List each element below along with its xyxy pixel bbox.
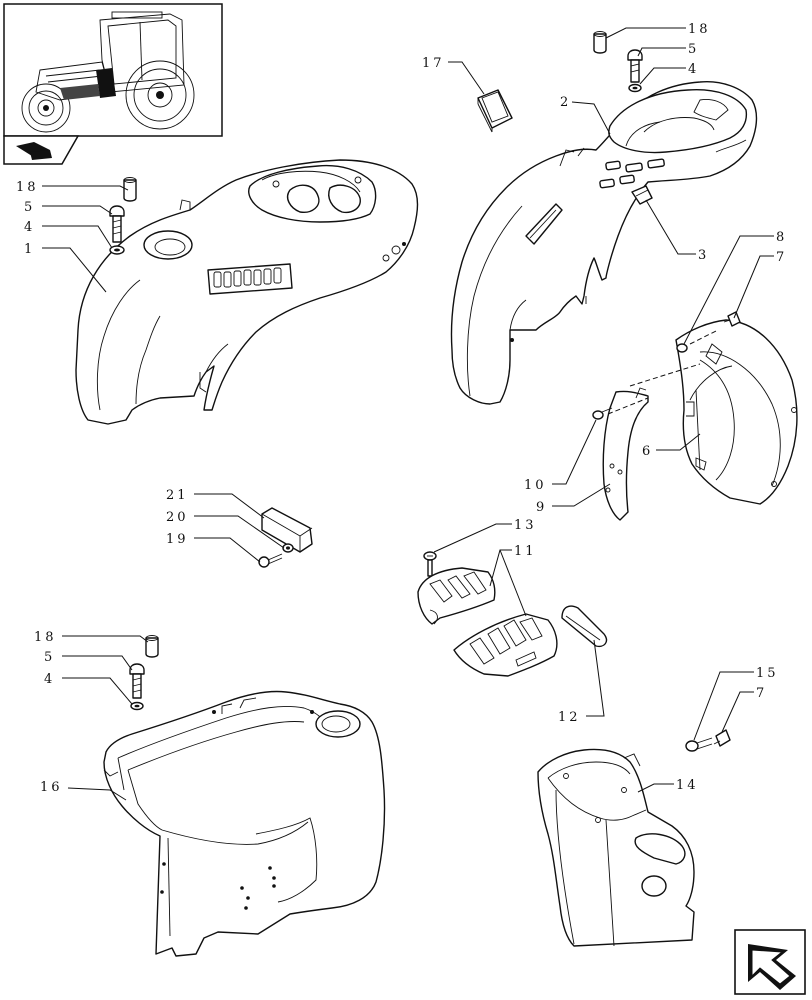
callout-3: 3 <box>698 248 709 263</box>
callout-18-top-left: 18 <box>16 180 39 195</box>
callout-7-upper: 7 <box>776 250 787 265</box>
callout-labels: 18 5 4 1 17 18 5 4 2 3 8 7 6 10 9 21 20 … <box>16 22 787 795</box>
part-13-screw <box>423 551 437 577</box>
next-page-arrow-icon[interactable] <box>734 929 806 995</box>
part-1-hardware <box>109 177 137 255</box>
part-10-screw <box>592 407 613 420</box>
callout-4-top-right: 4 <box>688 62 699 77</box>
callout-14: 14 <box>676 778 699 793</box>
callout-1: 1 <box>24 242 35 257</box>
callout-17: 17 <box>422 56 445 71</box>
callout-4-bottom-left: 4 <box>44 672 55 687</box>
callout-5-bottom-left: 5 <box>44 650 55 665</box>
callout-19: 19 <box>166 532 189 547</box>
part-11-mat-upper <box>417 567 496 625</box>
part-21-bracket <box>261 507 313 553</box>
callout-8: 8 <box>776 230 787 245</box>
part-9-strip <box>602 387 649 521</box>
callout-16: 16 <box>40 780 63 795</box>
book-icon <box>3 135 80 165</box>
part-16-hardware <box>129 635 159 711</box>
callout-4-top-left: 4 <box>24 220 35 235</box>
part-16-panel <box>103 690 386 957</box>
part-11-mat-lower <box>453 613 558 677</box>
callout-11: 11 <box>514 544 537 559</box>
tractor-thumbnail-icon <box>3 3 223 137</box>
callout-20: 20 <box>166 510 189 525</box>
callout-5-top-left: 5 <box>24 200 35 215</box>
callout-9: 9 <box>536 500 547 515</box>
part-3-connector <box>631 185 653 205</box>
part-2-fender-shroud <box>450 81 758 405</box>
part-1-console-shroud <box>75 159 419 425</box>
part-7-screw-upper <box>723 311 741 327</box>
part-7-screw-lower <box>713 729 731 747</box>
part-20-washer <box>282 543 294 553</box>
callout-18-top-right: 18 <box>688 22 711 37</box>
callout-7-lower: 7 <box>756 686 767 701</box>
part-14-column-cover <box>537 748 695 947</box>
part-19-screw <box>258 553 283 568</box>
callout-18-bottom-left: 18 <box>34 630 57 645</box>
callout-21: 21 <box>166 488 189 503</box>
part-12-strip <box>561 605 608 648</box>
part-17-plug <box>477 89 513 133</box>
callout-6: 6 <box>642 444 653 459</box>
part-2-hardware <box>593 31 643 93</box>
callout-15: 15 <box>756 666 779 681</box>
callout-13: 13 <box>514 518 537 533</box>
part-15-screw <box>685 737 713 752</box>
callout-5-top-right: 5 <box>688 42 699 57</box>
callout-12: 12 <box>558 710 581 725</box>
callout-10: 10 <box>524 478 547 493</box>
leader-lines <box>42 27 774 801</box>
part-8-screw <box>676 343 688 353</box>
callout-2: 2 <box>560 95 571 110</box>
part-6-cover <box>675 319 798 505</box>
